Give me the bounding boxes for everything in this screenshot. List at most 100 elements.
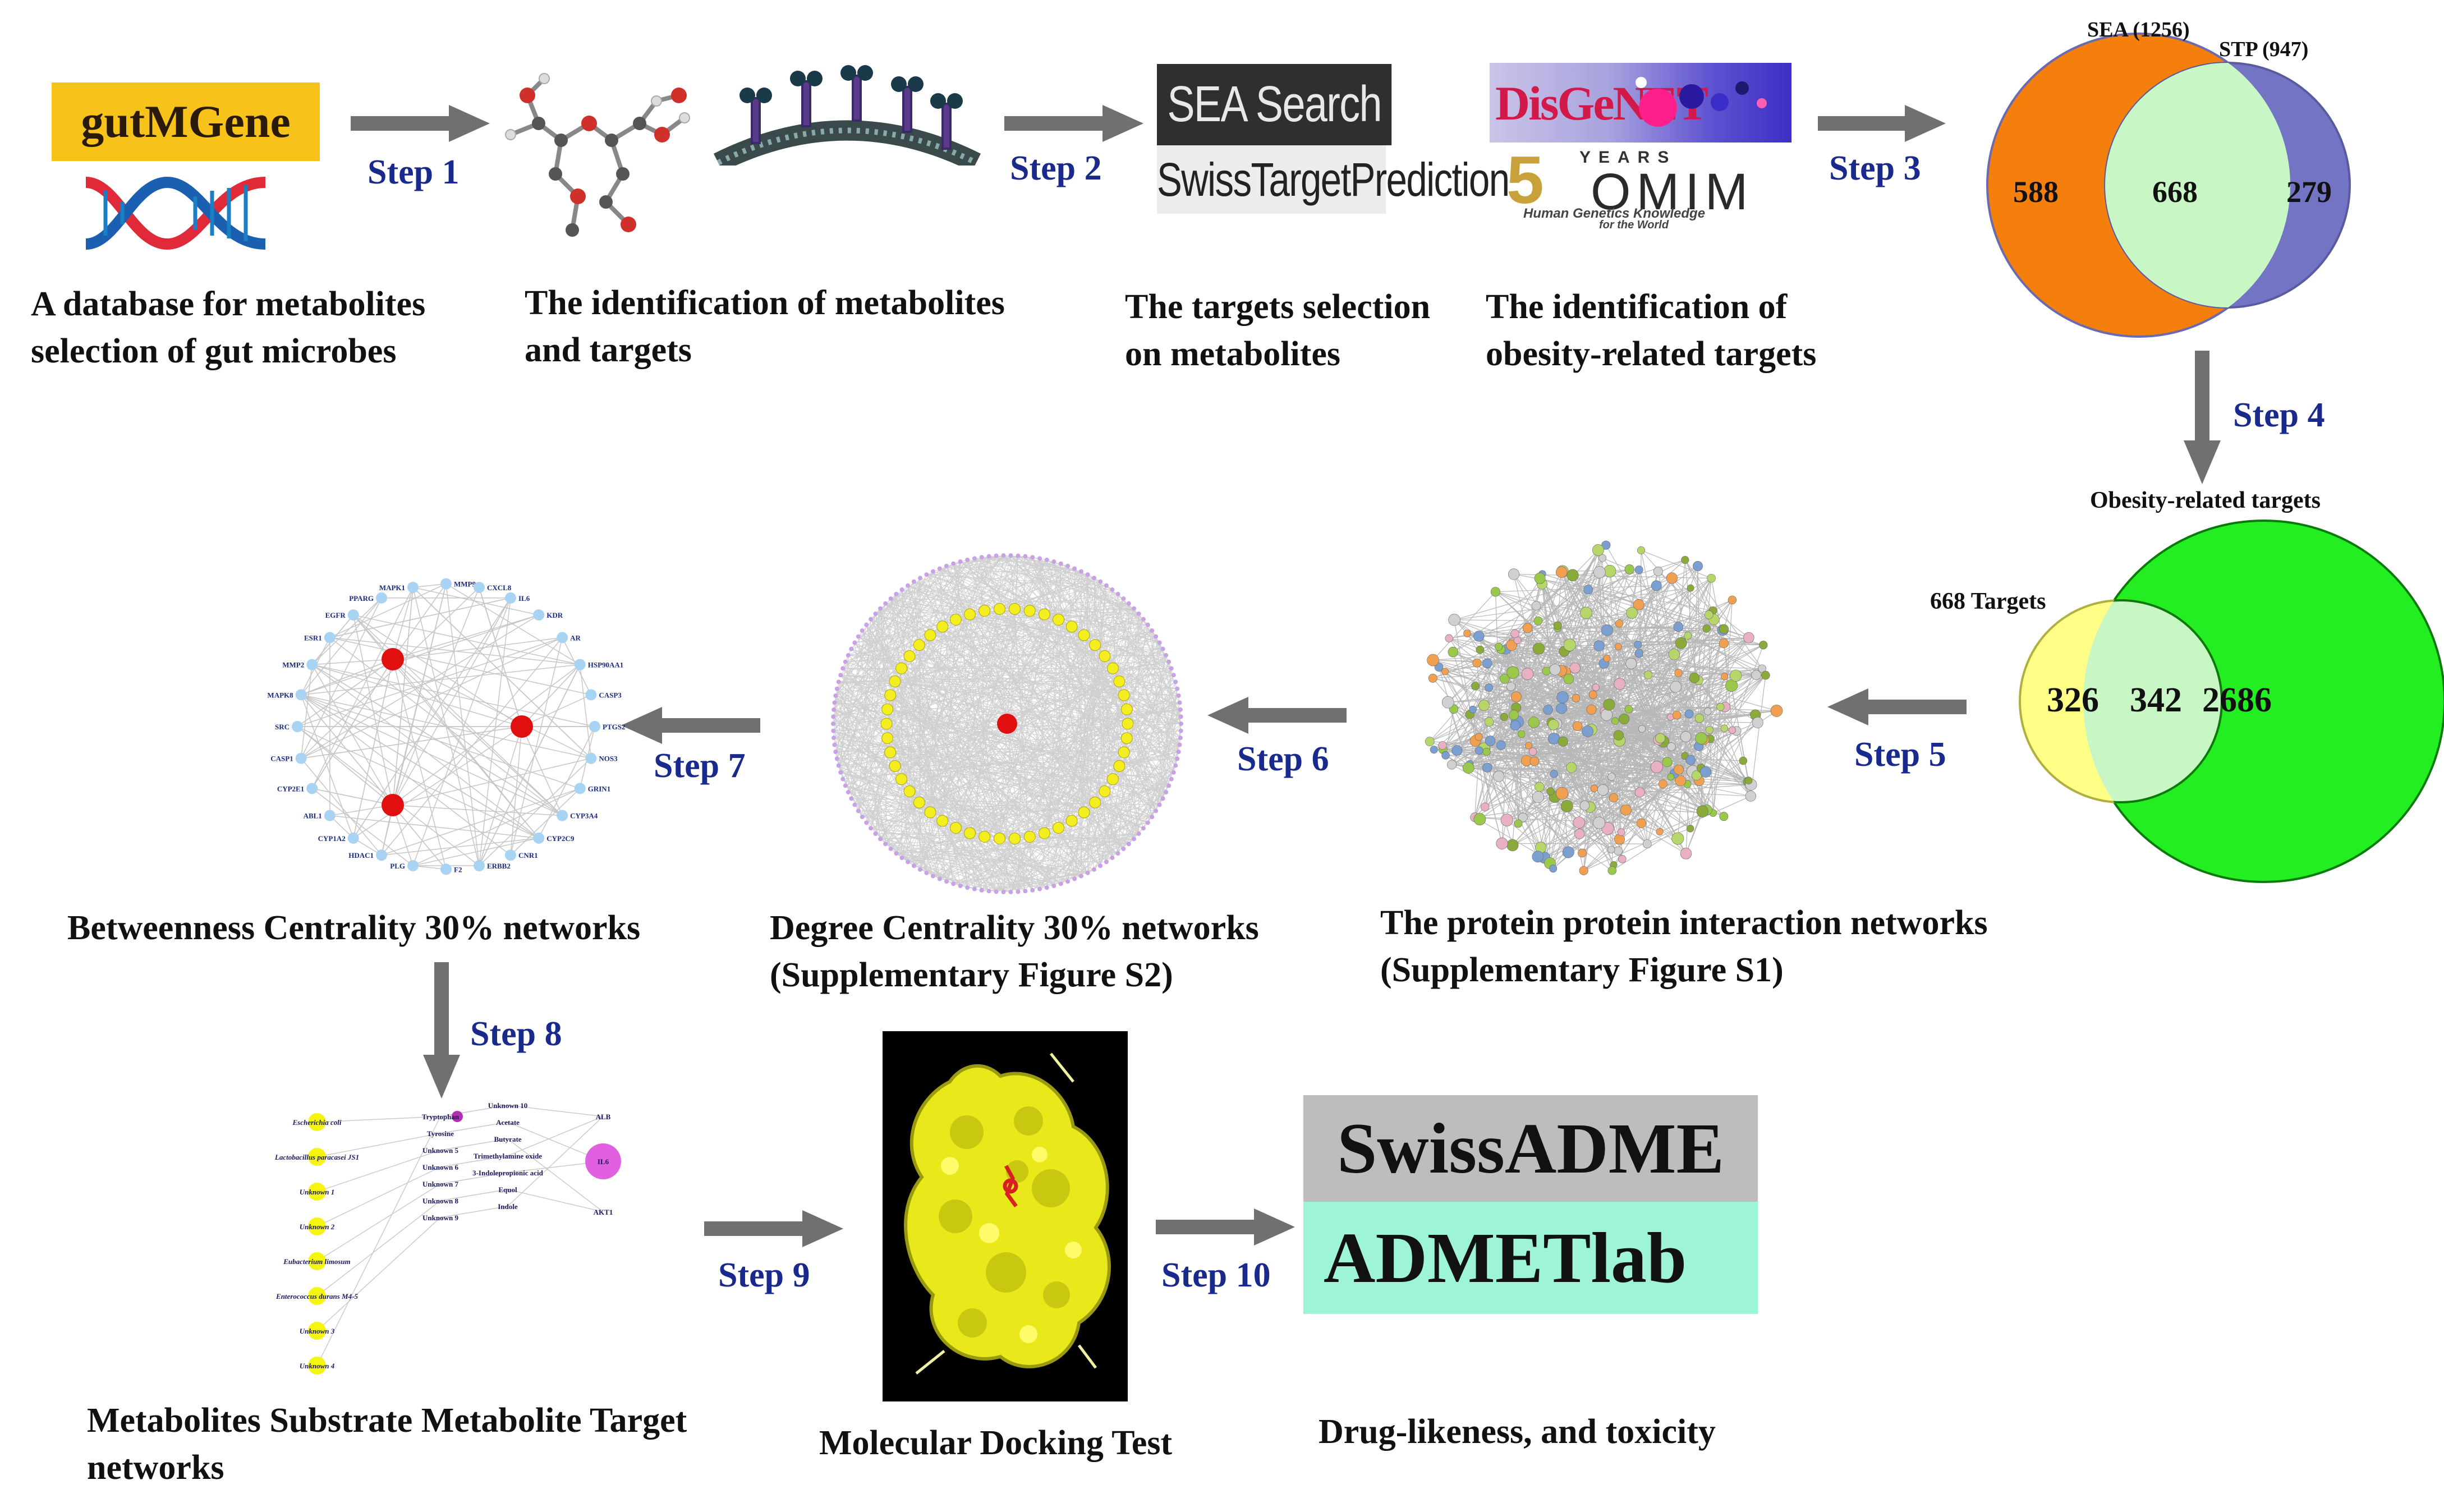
betweenness-node bbox=[306, 783, 318, 794]
degree-inner-node bbox=[889, 675, 901, 688]
degree-edge bbox=[890, 695, 975, 889]
degree-inner-node bbox=[895, 662, 908, 674]
ppi-node bbox=[1578, 848, 1587, 858]
betweenness-edge bbox=[412, 788, 581, 866]
ppi-node bbox=[1729, 726, 1736, 734]
degree-edge bbox=[970, 614, 1182, 724]
ppi-node bbox=[1532, 642, 1545, 655]
caption-docking: Molecular Docking Test bbox=[819, 1424, 1173, 1462]
ppi-node bbox=[1556, 702, 1568, 714]
ppi-node bbox=[1590, 784, 1598, 792]
degree-edge bbox=[835, 695, 892, 849]
degree-edge bbox=[835, 568, 1075, 696]
ppi-node bbox=[1547, 719, 1559, 730]
venn2-overlap-value: 342 bbox=[2130, 681, 2182, 719]
caption-targets-line1: The targets selection bbox=[1125, 288, 1431, 326]
degree-edge bbox=[840, 772, 1072, 821]
betweenness-node-label: AR bbox=[570, 633, 581, 642]
ppi-network bbox=[1425, 540, 1783, 875]
betweenness-node-label: ABL1 bbox=[304, 812, 322, 820]
degree-edge bbox=[955, 828, 1004, 893]
betweenness-edge bbox=[311, 788, 414, 866]
degree-outer-node bbox=[831, 714, 836, 719]
degree-outer-node bbox=[832, 742, 837, 747]
degree-outer-node bbox=[832, 700, 837, 705]
degree-outer-node bbox=[1164, 790, 1169, 795]
ppi-node bbox=[1607, 773, 1616, 781]
betweenness-node-label: ESR1 bbox=[304, 633, 322, 642]
degree-inner-node bbox=[903, 785, 916, 797]
degree-outer-node bbox=[1160, 646, 1165, 651]
degree-edge bbox=[918, 645, 1088, 874]
degree-outer-node bbox=[831, 736, 837, 741]
degree-outer-node bbox=[1145, 622, 1150, 627]
betweenness-node bbox=[295, 752, 307, 764]
venn1-overlap-value: 668 bbox=[2152, 175, 2198, 209]
degree-edge bbox=[834, 744, 897, 854]
ppi-edge bbox=[1541, 583, 1572, 768]
ppi-edge bbox=[1641, 550, 1712, 579]
step-7-label: Step 7 bbox=[654, 747, 746, 785]
ppi-edge bbox=[1613, 578, 1712, 798]
ppi-node bbox=[1508, 568, 1520, 580]
ppi-edge bbox=[1483, 748, 1519, 824]
degree-edge bbox=[919, 598, 1124, 646]
betweenness-edge bbox=[521, 664, 581, 727]
ppi-node bbox=[1620, 804, 1632, 816]
ppi-node bbox=[1528, 747, 1537, 756]
degree-edge bbox=[890, 598, 943, 821]
ppi-node bbox=[1615, 619, 1624, 628]
ppi-node bbox=[1506, 639, 1518, 651]
degree-edge bbox=[845, 613, 876, 786]
degree-outer-node bbox=[1092, 867, 1096, 872]
degree-edge bbox=[902, 857, 968, 888]
degree-outer-node bbox=[1179, 721, 1183, 726]
degree-edge bbox=[1060, 779, 1172, 884]
degree-outer-node bbox=[1078, 874, 1083, 879]
degree-edge bbox=[989, 843, 1129, 891]
betweenness-node-label: IL6 bbox=[518, 594, 530, 603]
caption-betweenness: Betweenness Centrality 30% networks bbox=[67, 909, 641, 947]
degree-edge bbox=[1018, 555, 1128, 724]
ppi-edge bbox=[1621, 675, 1766, 833]
degree-edge bbox=[837, 758, 910, 792]
degree-outer-node bbox=[1051, 883, 1056, 888]
degree-outer-node bbox=[860, 815, 865, 820]
venn1-right-value: 279 bbox=[2286, 175, 2332, 209]
degree-edge bbox=[895, 594, 940, 879]
betweenness-node bbox=[376, 849, 388, 861]
degree-edge bbox=[894, 668, 1172, 766]
ppi-node bbox=[1614, 834, 1625, 845]
degree-edge bbox=[1095, 802, 1144, 829]
ppi-edge bbox=[1451, 764, 1612, 778]
degree-edge bbox=[1083, 812, 1124, 849]
degree-outer-node bbox=[994, 553, 999, 558]
ppi-node bbox=[1597, 784, 1609, 796]
degree-edge bbox=[920, 681, 1176, 870]
betweenness-node bbox=[473, 581, 485, 593]
ppi-node bbox=[1472, 658, 1482, 668]
ppi-edge bbox=[1694, 566, 1698, 678]
betweenness-edge bbox=[412, 587, 591, 759]
degree-edge bbox=[833, 709, 888, 717]
betweenness-edge bbox=[311, 664, 539, 839]
ppi-edge bbox=[1500, 744, 1540, 787]
degree-outer-node bbox=[1141, 617, 1146, 622]
ppi-node bbox=[1761, 670, 1770, 680]
betweenness-edge bbox=[392, 587, 414, 806]
degree-edge bbox=[909, 791, 927, 873]
betweenness-node bbox=[347, 609, 359, 621]
membrane-receptor-icon bbox=[713, 65, 981, 166]
ppi-node bbox=[1745, 791, 1756, 802]
degree-outer-node bbox=[1160, 796, 1165, 801]
msmt-microbe-node bbox=[308, 1287, 326, 1305]
msmt-microbe-label: Unknown 1 bbox=[300, 1188, 335, 1196]
degree-outer-node bbox=[1072, 876, 1077, 881]
degree-outer-node bbox=[1092, 576, 1096, 581]
ppi-node bbox=[1506, 839, 1519, 852]
ppi-node bbox=[1687, 584, 1694, 592]
ppi-node bbox=[1485, 736, 1496, 746]
caption-identification: The identification of metabolites and ta… bbox=[525, 279, 1005, 374]
ppi-edge bbox=[1512, 642, 1766, 676]
degree-inner-node bbox=[895, 773, 908, 785]
